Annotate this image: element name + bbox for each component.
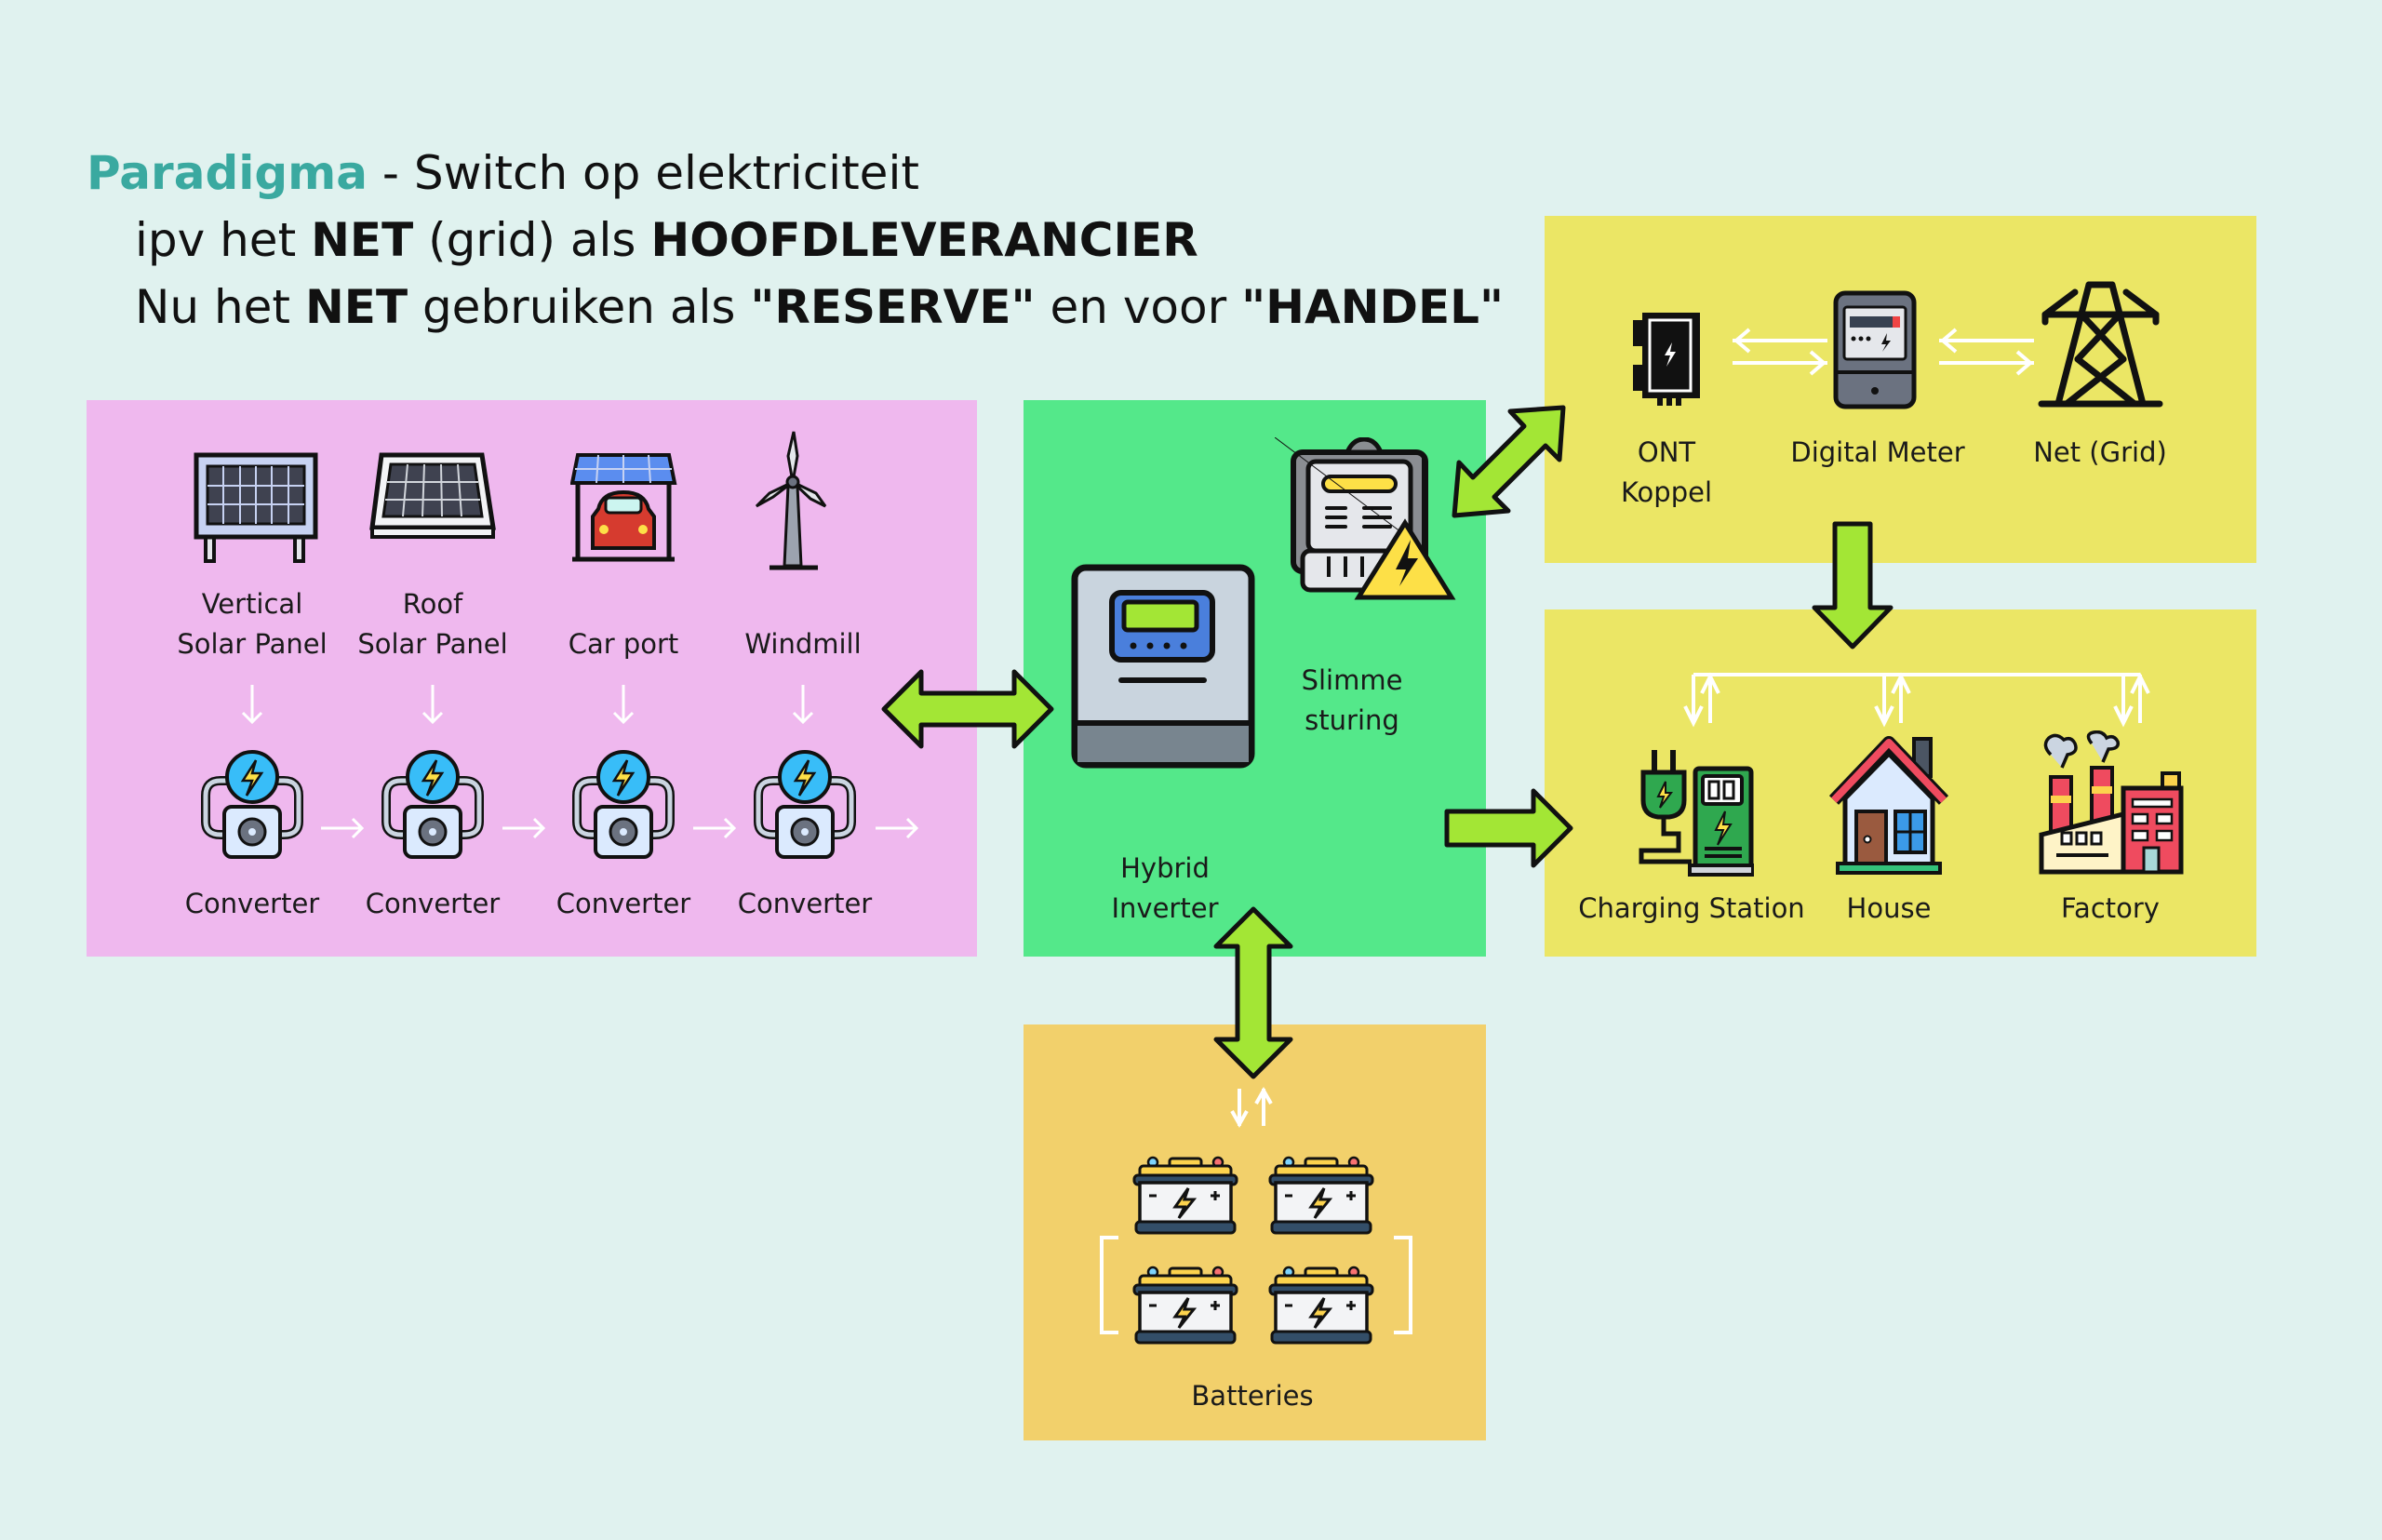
windmill-icon	[751, 428, 835, 572]
hybrid-inverter-icon	[1070, 563, 1256, 772]
converter-icon	[198, 749, 306, 861]
control-grid-double-arrow	[1452, 405, 1566, 518]
converter-icon	[569, 749, 677, 861]
digital-meter-label: Digital Meter	[1790, 436, 1965, 468]
converter-label: Converter	[555, 888, 691, 919]
sources-inverter-double-arrow	[881, 669, 1054, 749]
battery-icon	[1131, 1265, 1240, 1346]
power-pylon-icon	[2038, 281, 2163, 411]
converter-icon	[751, 749, 859, 861]
charging-station-label: Charging Station	[1578, 892, 1805, 924]
house-label: House	[1846, 892, 1932, 924]
digital-meter-icon	[1833, 290, 1917, 411]
house-icon	[1828, 735, 1949, 875]
factory-label: Factory	[2061, 892, 2160, 924]
roof-solar-panel-icon	[368, 451, 499, 540]
ont-box-icon	[1631, 309, 1706, 407]
grid-consumers-arrow	[1812, 521, 1894, 649]
bidirectional-arrows-meter-grid	[1939, 328, 2034, 376]
storage-block: Batteries	[1024, 1024, 1486, 1440]
diagram-title: Paradigma - Switch op elektriciteit ipv …	[87, 140, 1504, 341]
source-label-windmill: Windmill	[744, 628, 862, 660]
vertical-solar-panel-icon	[191, 451, 321, 568]
source-label-carport: Car port	[568, 628, 679, 660]
title-line2: ipv het NET (grid) als HOOFDLEVERANCIER	[135, 213, 1198, 267]
control-consumers-arrow	[1444, 788, 1573, 868]
battery-bracket	[1100, 1236, 1412, 1334]
distribution-bus-arrows	[1683, 672, 2150, 728]
converter-icon	[379, 749, 487, 861]
factory-icon	[2038, 730, 2187, 875]
converter-chain-arrows	[321, 817, 919, 839]
charging-station-icon	[1638, 744, 1754, 879]
converter-label: Converter	[737, 888, 873, 919]
bidirectional-arrows-ont-meter	[1733, 328, 1827, 376]
title-accent: Paradigma	[87, 146, 368, 200]
title-line3: Nu het NET gebruiken als "RESERVE" en vo…	[135, 280, 1505, 334]
smart-meter-warning-icon	[1275, 437, 1461, 605]
battery-icon	[1266, 1155, 1376, 1237]
battery-icon	[1266, 1265, 1376, 1346]
battery-icon	[1131, 1155, 1240, 1237]
inverter-batteries-double-arrow	[1213, 906, 1293, 1079]
converter-label: Converter	[365, 888, 501, 919]
source-down-arrows	[241, 685, 814, 725]
title-line1: - Switch op elektriciteit	[368, 146, 919, 200]
converter-label: Converter	[184, 888, 320, 919]
carport-icon	[570, 451, 677, 563]
battery-flow-arrows	[1230, 1086, 1273, 1129]
batteries-label: Batteries	[1191, 1380, 1314, 1412]
consumers-block: Charging Station House Factory	[1545, 609, 2256, 957]
net-grid-label: Net (Grid)	[2033, 436, 2167, 468]
